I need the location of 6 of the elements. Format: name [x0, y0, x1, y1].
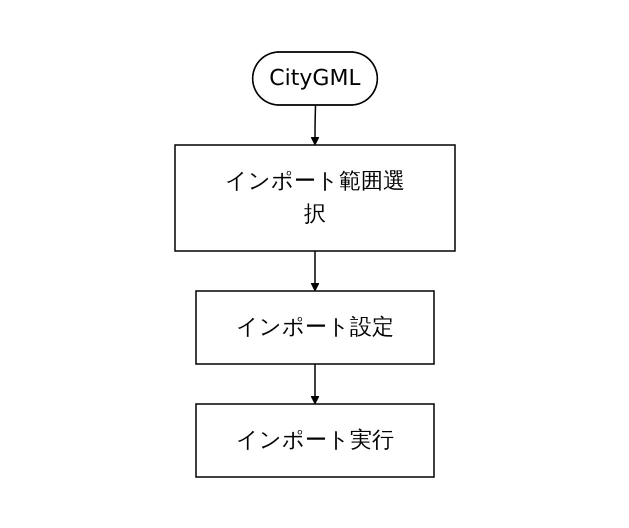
arrow: [310, 104, 319, 145]
node-box: インポート設定: [194, 290, 434, 364]
node-box: インポート範囲選択: [174, 144, 456, 252]
arrow: [310, 250, 319, 291]
arrow: [310, 364, 319, 404]
node-box: インポート実行: [194, 402, 434, 478]
